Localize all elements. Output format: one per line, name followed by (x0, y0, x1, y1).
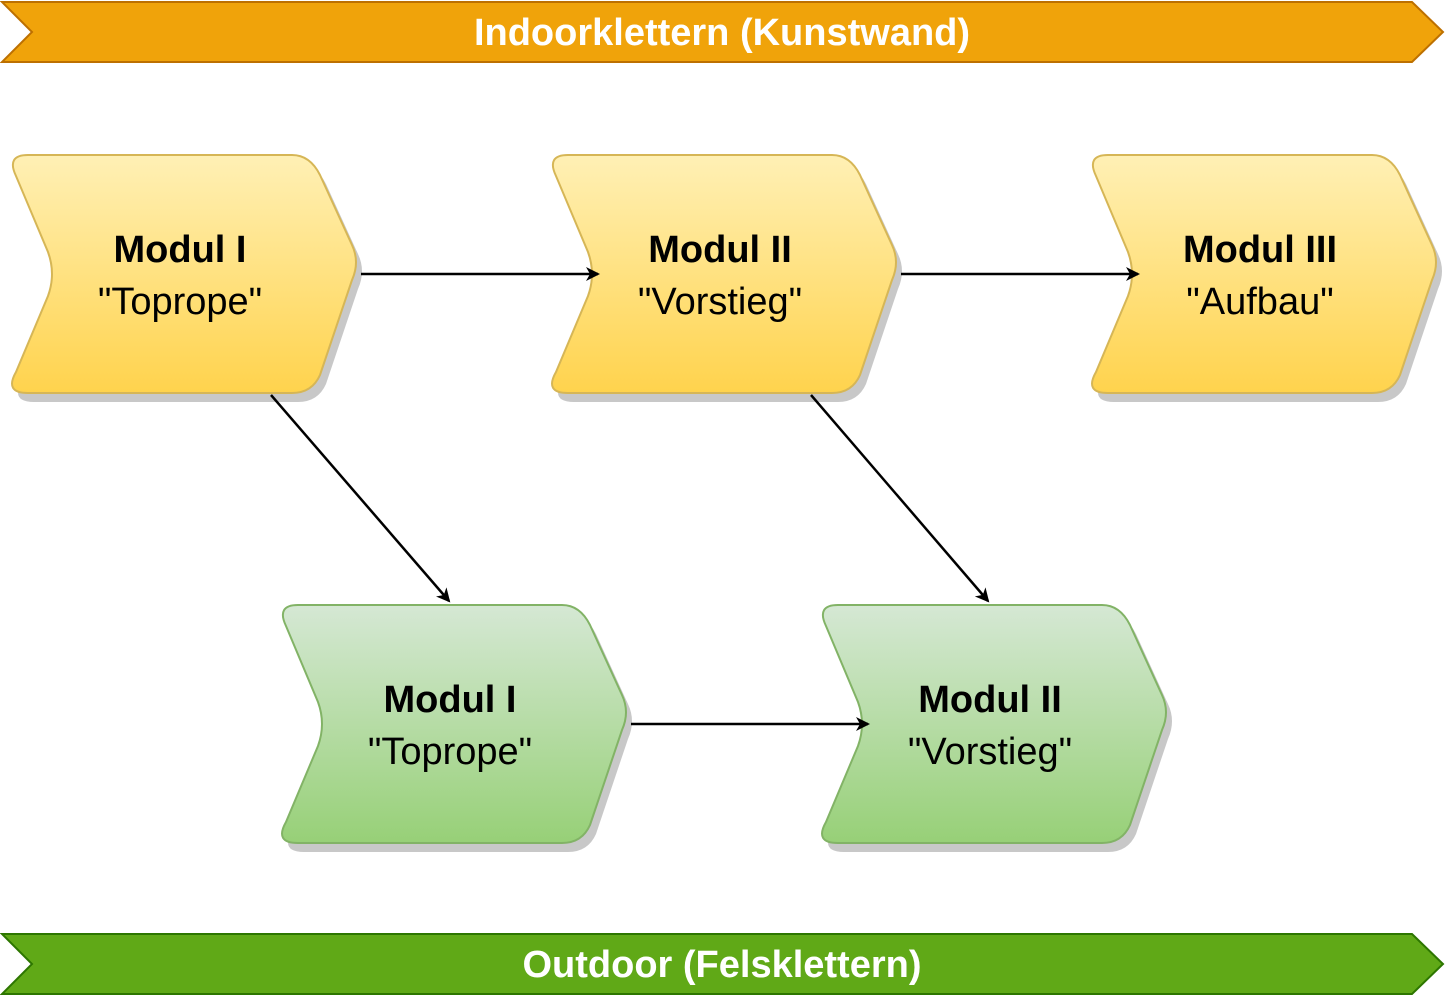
indoor-module-1: Modul I "Toprope" (11, 154, 357, 394)
indoor-banner-label: Indoorklettern (Kunstwand) (474, 12, 970, 54)
arrow-indoor-2-to-outdoor-2 (810, 394, 990, 603)
indoor-module-1-subtitle: "Toprope" (98, 281, 262, 323)
outdoor-module-1-title: Modul I (384, 679, 517, 721)
arrow-indoor-1-to-outdoor-1 (270, 394, 451, 603)
outdoor-module-1: Modul I "Toprope" (281, 604, 627, 844)
indoor-banner: Indoorklettern (Kunstwand) (0, 1, 1445, 63)
indoor-module-2: Modul II "Vorstieg" (551, 154, 897, 394)
indoor-module-3-title: Modul III (1183, 229, 1337, 271)
outdoor-module-2-title: Modul II (918, 679, 1062, 721)
indoor-module-3-subtitle: "Aufbau" (1186, 281, 1333, 323)
outdoor-banner: Outdoor (Felsklettern) (0, 933, 1445, 995)
outdoor-module-1-subtitle: "Toprope" (368, 731, 532, 773)
outdoor-module-2-subtitle: "Vorstieg" (908, 731, 1072, 773)
indoor-module-2-subtitle: "Vorstieg" (638, 281, 802, 323)
outdoor-module-2: Modul II "Vorstieg" (821, 604, 1167, 844)
indoor-module-2-title: Modul II (648, 229, 792, 271)
indoor-module-3: Modul III "Aufbau" (1091, 154, 1437, 394)
outdoor-banner-label: Outdoor (Felsklettern) (522, 944, 921, 986)
indoor-module-1-title: Modul I (114, 229, 247, 271)
